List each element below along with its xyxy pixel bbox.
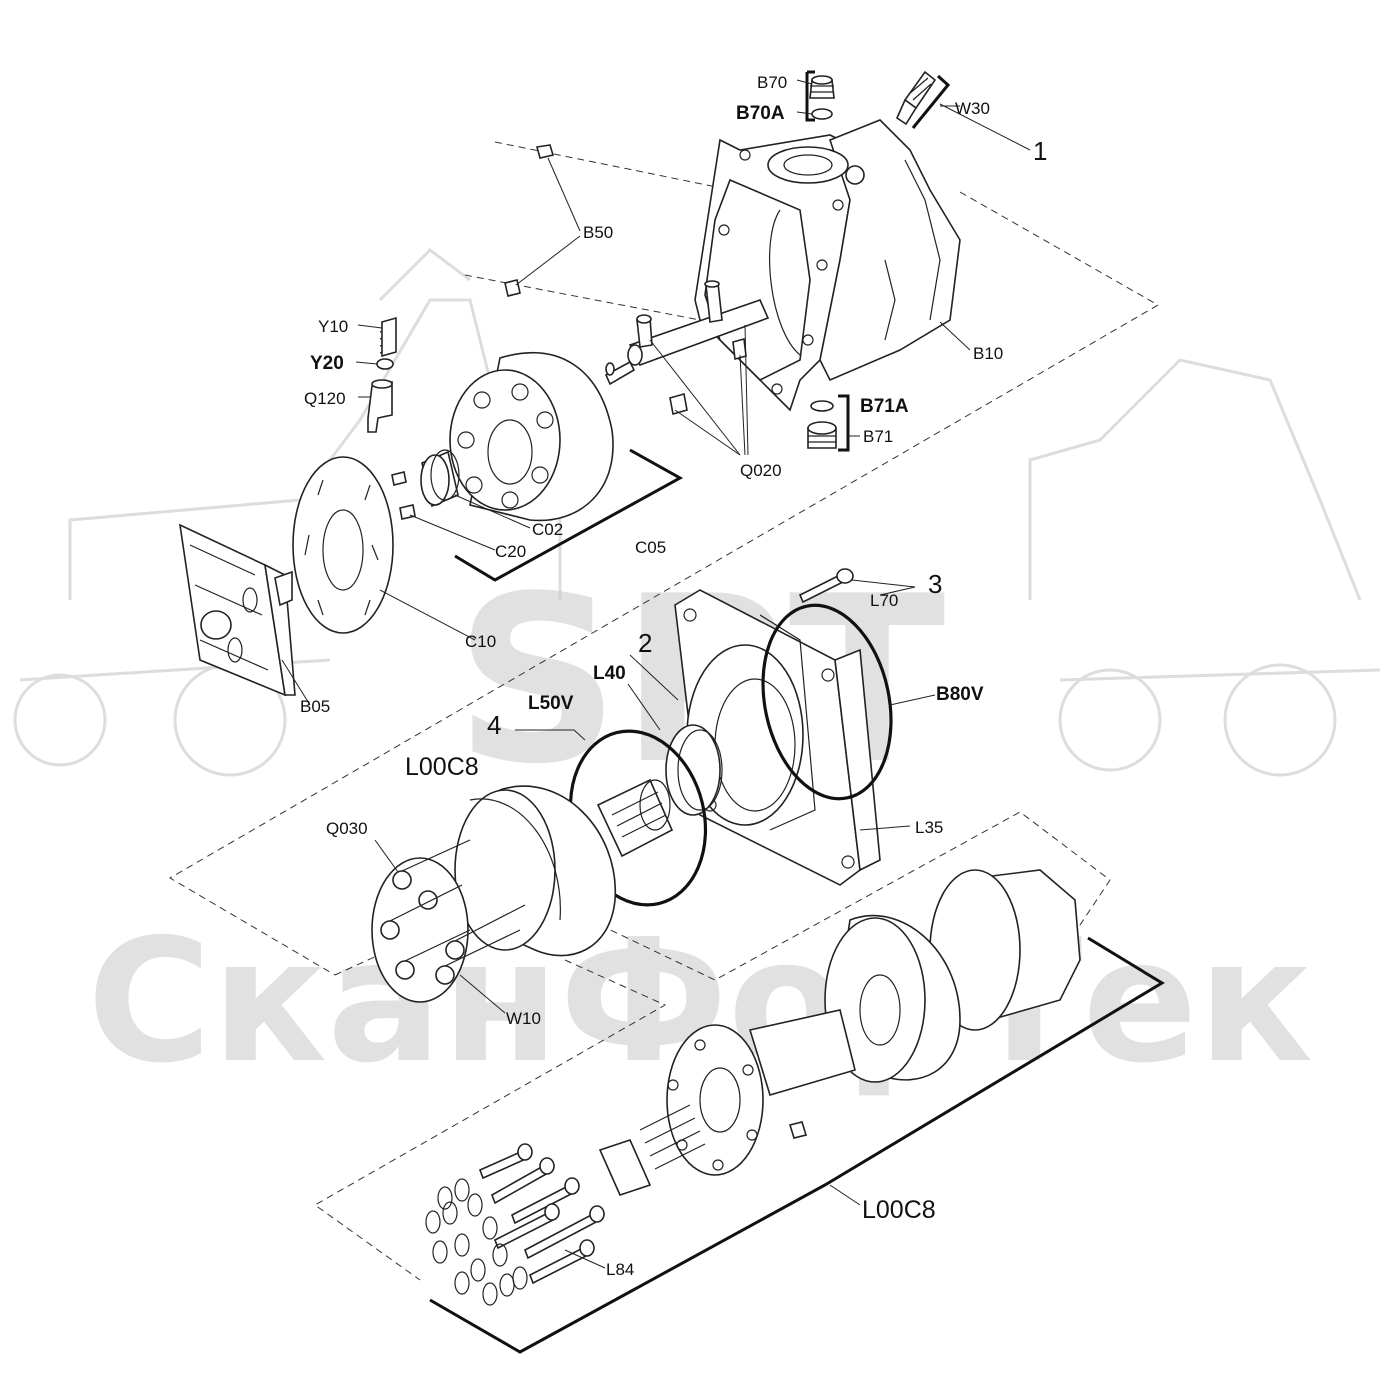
fitting-w30 bbox=[895, 70, 937, 126]
label-l70: L70 bbox=[870, 591, 898, 610]
label-q030: Q030 bbox=[326, 819, 368, 838]
label-b71: B71 bbox=[863, 427, 893, 446]
label-l00c8-top: L00C8 bbox=[405, 753, 479, 781]
label-3: 3 bbox=[928, 569, 942, 599]
bracket-c05 bbox=[454, 448, 684, 582]
label-b71a: B71A bbox=[860, 396, 909, 417]
motor-unit-l00c8-lower bbox=[598, 869, 1081, 1196]
label-c10: C10 bbox=[465, 632, 496, 651]
label-c02: C02 bbox=[532, 520, 563, 539]
dowel-pins-b50 bbox=[504, 144, 555, 297]
bracket-b71 bbox=[838, 394, 850, 452]
label-l00c8-bottom: L00C8 bbox=[862, 1196, 936, 1224]
brake-housing-l35 bbox=[674, 589, 881, 886]
watermark-tractor-right bbox=[1028, 358, 1381, 777]
plug-b71 bbox=[807, 421, 837, 449]
label-b50: B50 bbox=[583, 223, 613, 242]
bolts-l84 bbox=[478, 1143, 605, 1285]
washers-l84 bbox=[425, 1178, 528, 1306]
label-c05: C05 bbox=[635, 538, 666, 557]
bearing-c02 bbox=[420, 449, 460, 508]
leader-lines bbox=[281, 79, 1031, 1269]
bracket-b70 bbox=[805, 70, 815, 122]
label-c20: C20 bbox=[495, 542, 526, 561]
o-ring-b70a bbox=[811, 108, 833, 120]
label-b70: B70 bbox=[757, 73, 787, 92]
pins-c20 bbox=[391, 471, 416, 520]
piston-q120 bbox=[367, 379, 393, 433]
label-l84: L84 bbox=[606, 1260, 634, 1279]
o-ring-b80v bbox=[761, 603, 893, 801]
label-l50v: L50V bbox=[528, 693, 574, 714]
bracket-l00c8 bbox=[429, 936, 1165, 1354]
label-y20: Y20 bbox=[310, 353, 344, 374]
valve-assembly-q020 bbox=[604, 280, 770, 416]
part-labels: B70 B70A W30 1 B50 Y10 Y20 Q120 B10 B71A… bbox=[300, 73, 1047, 1279]
piston-assembly-q030 bbox=[371, 839, 526, 1003]
cylinder-block-c05 bbox=[449, 352, 614, 522]
valve-plate-c10 bbox=[292, 456, 394, 634]
label-b05: B05 bbox=[300, 697, 330, 716]
label-4: 4 bbox=[487, 710, 501, 740]
seal-l40 bbox=[665, 724, 723, 816]
plug-b70 bbox=[809, 75, 835, 99]
motor-unit-l00c8-upper bbox=[454, 778, 674, 957]
label-w10: W10 bbox=[506, 1009, 541, 1028]
screw-l70 bbox=[798, 568, 854, 604]
port-block-b05 bbox=[178, 523, 296, 697]
label-q020: Q020 bbox=[740, 461, 782, 480]
label-1: 1 bbox=[1033, 136, 1047, 166]
label-2: 2 bbox=[638, 628, 652, 658]
bracket-w30 bbox=[911, 74, 951, 129]
label-l35: L35 bbox=[915, 818, 943, 837]
label-w30: W30 bbox=[955, 99, 990, 118]
washer-y20 bbox=[376, 358, 394, 370]
label-q120: Q120 bbox=[304, 389, 346, 408]
housing-b10 bbox=[694, 119, 961, 412]
spring-y10 bbox=[379, 316, 397, 358]
label-b80v: B80V bbox=[936, 684, 984, 705]
label-b10: B10 bbox=[973, 344, 1003, 363]
o-ring-b71a bbox=[810, 400, 834, 412]
label-y10: Y10 bbox=[318, 317, 348, 336]
label-l40: L40 bbox=[593, 663, 626, 684]
label-b70a: B70A bbox=[736, 103, 785, 124]
